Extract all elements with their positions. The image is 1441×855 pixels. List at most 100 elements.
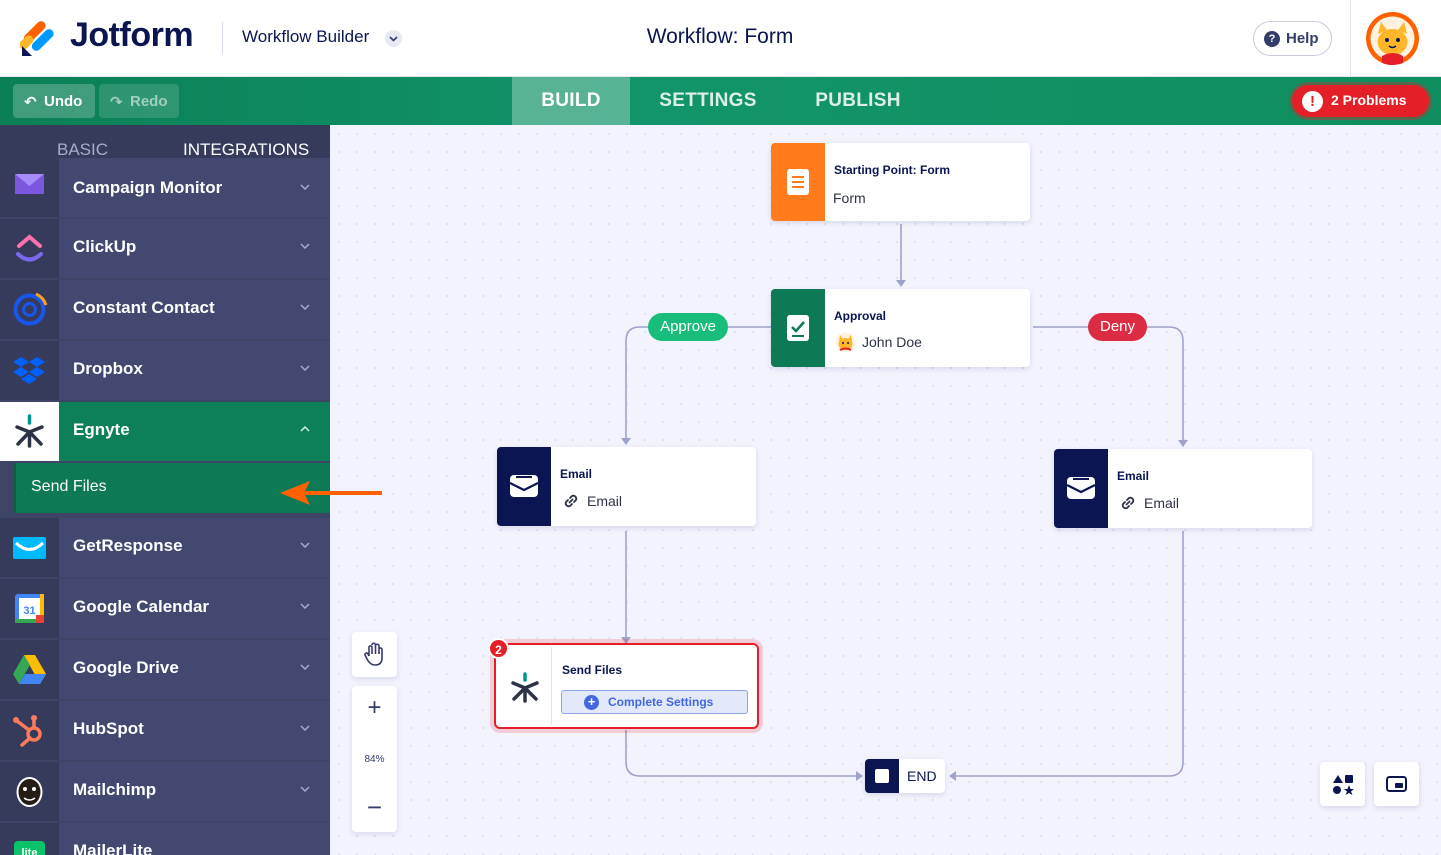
pan-tool-button[interactable] bbox=[352, 632, 397, 677]
complete-settings-label: Complete Settings bbox=[608, 695, 714, 709]
constant-contact-icon bbox=[0, 280, 59, 339]
minimap-icon bbox=[1386, 776, 1407, 792]
workflow-title: Workflow: Form bbox=[646, 25, 794, 48]
help-label: Help bbox=[1286, 30, 1319, 47]
end-node[interactable]: END bbox=[865, 759, 945, 793]
sidebar-subitem-send-files[interactable]: Send Files bbox=[13, 463, 330, 513]
sidebar-item-constant-contact[interactable]: Constant Contact bbox=[0, 280, 330, 339]
stop-icon bbox=[865, 759, 899, 793]
elements-panel-button[interactable] bbox=[1320, 762, 1365, 806]
sidebar-subitem-label: Send Files bbox=[31, 478, 107, 495]
jotform-logo[interactable] bbox=[20, 18, 215, 58]
sidebar-item-body: Mailchimp bbox=[59, 762, 330, 821]
sidebar-item-getresponse[interactable]: GetResponse bbox=[0, 518, 330, 577]
hubspot-icon bbox=[0, 701, 59, 760]
sidebar-item-label: ClickUp bbox=[73, 237, 137, 256]
start-node[interactable]: Starting Point: Form Form bbox=[771, 143, 1030, 221]
sidebar-item-google-drive[interactable]: Google Drive bbox=[0, 640, 330, 699]
node-title: Email bbox=[1117, 469, 1150, 483]
sidebar-tab-integrations[interactable]: INTEGRATIONS bbox=[183, 140, 310, 159]
email-icon bbox=[497, 447, 551, 526]
sidebar-item-body: GetResponse bbox=[59, 518, 330, 577]
getresponse-icon bbox=[0, 518, 59, 577]
sidebar-item-label: MailerLite bbox=[73, 841, 153, 855]
sidebar-item-egnyte[interactable]: Egnyte bbox=[0, 402, 330, 461]
redo-icon: ↷ bbox=[110, 94, 123, 111]
sidebar-item-body: MailerLite bbox=[59, 823, 330, 855]
sidebar-item-label: GetResponse bbox=[73, 536, 183, 555]
google-calendar-icon: 31 bbox=[0, 579, 59, 638]
zoom-level: 84% bbox=[364, 754, 385, 765]
sidebar-item-label: HubSpot bbox=[73, 719, 144, 738]
approve-branch-label[interactable]: Approve bbox=[648, 313, 728, 341]
integrations-sidebar: BASIC INTEGRATIONS Campaign Monitor Clic… bbox=[0, 125, 330, 855]
sidebar-item-dropbox[interactable]: Dropbox bbox=[0, 341, 330, 400]
help-button[interactable]: ? Help bbox=[1253, 21, 1332, 56]
sidebar-item-label: Google Drive bbox=[73, 658, 179, 677]
node-title: Approval bbox=[834, 309, 887, 323]
zoom-out-button[interactable]: − bbox=[366, 792, 383, 822]
email-icon bbox=[1054, 449, 1108, 528]
end-label: END bbox=[907, 768, 937, 784]
chevron-down-icon bbox=[300, 786, 310, 793]
node-title: Starting Point: Form bbox=[834, 163, 950, 177]
sidebar-item-label: Dropbox bbox=[73, 359, 143, 378]
app-switcher-label[interactable]: Workflow Builder bbox=[242, 27, 370, 46]
clickup-icon bbox=[0, 219, 59, 278]
email-node-left[interactable]: Email Email bbox=[497, 447, 756, 526]
sidebar-item-label: Constant Contact bbox=[73, 298, 215, 317]
tab-settings[interactable]: SETTINGS bbox=[659, 90, 757, 111]
sidebar-item-clickup[interactable]: ClickUp bbox=[0, 219, 330, 278]
sidebar-item-body: Campaign Monitor bbox=[59, 158, 330, 217]
redo-button[interactable]: ↷ Redo bbox=[99, 84, 179, 118]
zoom-in-button[interactable]: + bbox=[367, 694, 382, 721]
complete-settings-button[interactable]: + Complete Settings bbox=[561, 690, 748, 714]
plus-circle-icon: + bbox=[584, 695, 599, 710]
error-count-badge: 2 bbox=[488, 638, 509, 659]
campaign-monitor-icon bbox=[0, 158, 59, 217]
deny-branch-label[interactable]: Deny bbox=[1088, 313, 1147, 341]
sidebar-item-mailchimp[interactable]: Mailchimp bbox=[0, 762, 330, 821]
google-drive-icon bbox=[0, 640, 59, 699]
email-node-right[interactable]: Email Email bbox=[1054, 449, 1312, 528]
hand-icon bbox=[364, 642, 383, 666]
question-icon: ? bbox=[1264, 31, 1280, 47]
chevron-down-icon bbox=[300, 365, 310, 372]
node-subtitle: Email bbox=[587, 493, 623, 509]
header-divider bbox=[222, 22, 223, 54]
send-files-node[interactable]: Send Files + Complete Settings bbox=[494, 643, 759, 729]
sidebar-item-label: Egnyte bbox=[73, 420, 130, 439]
sidebar-item-body: Egnyte bbox=[59, 402, 330, 461]
sidebar-item-mailerlite[interactable]: lite MailerLite bbox=[0, 823, 330, 855]
chevron-down-icon bbox=[300, 725, 310, 732]
chevron-up-icon bbox=[300, 425, 310, 432]
header-divider-right bbox=[1350, 0, 1351, 77]
undo-icon: ↶ bbox=[24, 94, 37, 111]
mailerlite-icon: lite bbox=[0, 823, 59, 855]
tab-build[interactable]: BUILD bbox=[512, 77, 630, 125]
node-title: Send Files bbox=[562, 663, 623, 677]
user-avatar[interactable] bbox=[1366, 12, 1419, 65]
egnyte-icon bbox=[0, 402, 59, 461]
sidebar-item-label: Campaign Monitor bbox=[73, 178, 223, 197]
sidebar-item-body: Constant Contact bbox=[59, 280, 330, 339]
sidebar-item-google-calendar[interactable]: 31 Google Calendar bbox=[0, 579, 330, 638]
approval-icon bbox=[771, 289, 825, 367]
link-icon bbox=[564, 494, 578, 508]
sidebar-item-body: Google Drive bbox=[59, 640, 330, 699]
tab-publish[interactable]: PUBLISH bbox=[815, 90, 901, 111]
sidebar-item-hubspot[interactable]: HubSpot bbox=[0, 701, 330, 760]
form-icon bbox=[771, 143, 825, 221]
shapes-icon bbox=[1333, 775, 1354, 795]
sidebar-item-body: ClickUp bbox=[59, 219, 330, 278]
sidebar-item-body: Dropbox bbox=[59, 341, 330, 400]
problems-button[interactable]: ! 2 Problems bbox=[1292, 85, 1429, 117]
redo-label: Redo bbox=[130, 93, 168, 110]
minimap-button[interactable] bbox=[1374, 762, 1419, 806]
sidebar-tab-basic[interactable]: BASIC bbox=[57, 140, 109, 159]
chevron-down-icon[interactable] bbox=[385, 30, 402, 47]
node-title: Email bbox=[560, 467, 593, 481]
approval-node[interactable]: Approval John Doe bbox=[771, 289, 1030, 367]
undo-button[interactable]: ↶ Undo bbox=[13, 84, 95, 118]
sidebar-item-campaign-monitor[interactable]: Campaign Monitor bbox=[0, 158, 330, 217]
